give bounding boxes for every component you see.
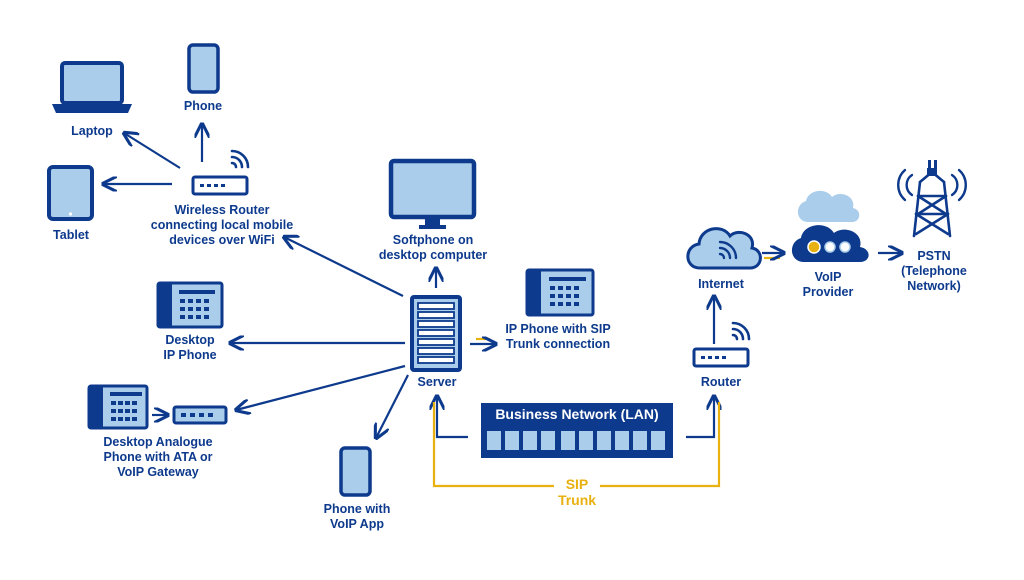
laptop-label: Laptop xyxy=(71,124,113,138)
lan-label: Business Network (LAN) xyxy=(495,406,659,422)
router-icon xyxy=(692,321,751,368)
voip-app-phone-label: Phone with VoIP App xyxy=(323,502,391,531)
arrow-lan-to-router xyxy=(686,396,714,439)
monitor-icon xyxy=(388,158,477,229)
cell-tower-icon xyxy=(897,160,967,238)
voip-provider-label: VoIP Provider xyxy=(802,270,854,299)
ata-gateway-icon xyxy=(172,405,228,425)
ip-phone-sip-label: IP Phone with SIP Trunk connection xyxy=(505,322,611,351)
tablet-icon xyxy=(47,165,94,221)
router-wifi-waves-icon xyxy=(731,321,751,341)
arrow-server-to-wireless-router xyxy=(284,237,404,297)
arrow-lan-to-server xyxy=(437,396,468,439)
laptop-icon xyxy=(52,61,132,113)
sip-trunk-label: SIP Trunk xyxy=(553,476,601,508)
internet-label: Internet xyxy=(698,277,744,291)
server-label: Server xyxy=(417,375,457,389)
desktop-ip-phone-label: Desktop IP Phone xyxy=(163,333,217,362)
cloud-provider-icon xyxy=(791,190,869,262)
phone-label: Phone xyxy=(183,99,223,113)
pstn-label: PSTN (Telephone Network) xyxy=(901,249,967,293)
tablet-label: Tablet xyxy=(53,228,89,242)
network-switch-icon xyxy=(481,403,673,458)
analogue-phone-label: Desktop Analogue Phone with ATA or VoIP … xyxy=(103,435,213,479)
wifi-waves-icon xyxy=(230,149,250,169)
wifi-router-icon xyxy=(191,149,250,196)
connectors xyxy=(103,124,902,438)
desk-phone-sip-icon xyxy=(525,268,595,317)
arrow-server-to-voip-app xyxy=(376,374,409,438)
arrow-server-to-analogue-phone xyxy=(236,364,406,410)
wireless-router-label: Wireless Router connecting local mobile … xyxy=(150,203,294,247)
server-icon xyxy=(410,295,462,372)
desk-phone-icon xyxy=(156,281,224,329)
cloud-wifi-icon xyxy=(686,227,762,270)
arrow-router-to-laptop xyxy=(124,133,181,169)
router-label: Router xyxy=(700,375,742,389)
voip-app-smartphone-icon xyxy=(339,446,372,497)
smartphone-icon xyxy=(187,43,220,94)
analogue-desk-phone-icon xyxy=(87,384,149,430)
softphone-label: Softphone on desktop computer xyxy=(378,233,488,262)
